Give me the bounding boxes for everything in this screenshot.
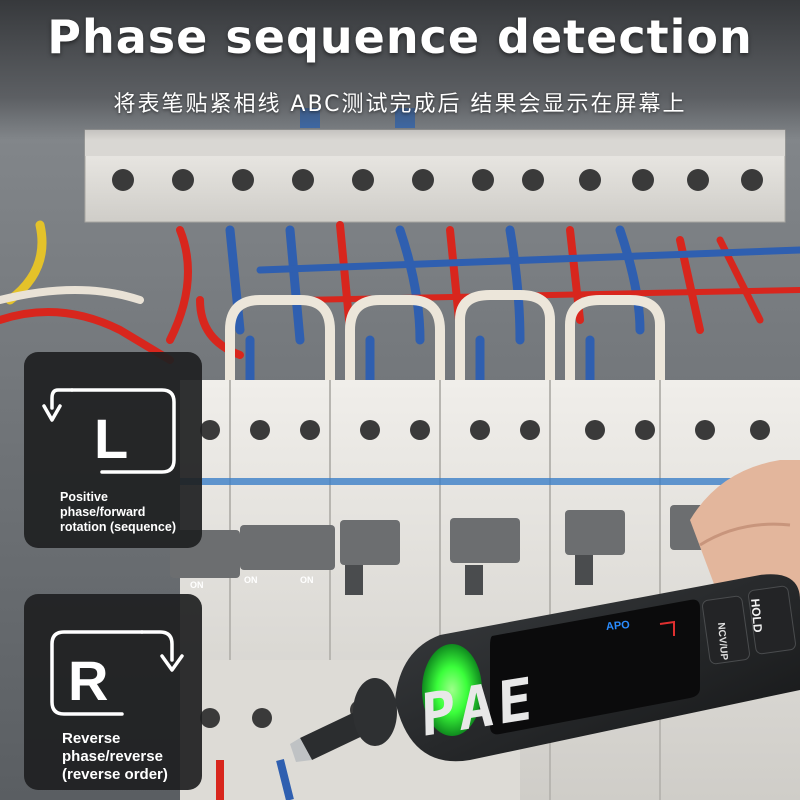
lcd-screen [490,599,700,735]
breaker-on-label: ON [190,580,204,590]
reverse-phase-card: R Reverse phase/reverse (reverse order) [24,594,202,790]
reverse-phase-r-icon: R [50,630,184,716]
green-indicator-light [422,644,482,736]
label-line: phase/reverse [62,748,163,765]
ncv-button[interactable] [702,595,751,665]
label-line: Positive [60,490,108,504]
positive-phase-card: L Positive phase/forward rotation (seque… [24,352,202,548]
card-letter: R [68,649,108,712]
page-title: Phase sequence detection [47,10,753,64]
reverse-phase-label: Reverse phase/reverse (reverse order) [62,730,168,784]
page-subtitle: 将表笔贴紧相线 ABC测试完成后 结果会显示在屏幕上 [113,92,687,117]
hold-button[interactable] [748,585,797,655]
label-line: Reverse [62,730,121,747]
positive-phase-label: Positive phase/forward rotation (sequenc… [60,490,176,535]
breaker-on-label: ON [244,575,258,585]
label-line: phase/forward [60,505,146,519]
hold-button-label: HOLD [748,598,765,634]
positive-phase-l-icon: L [42,388,176,474]
card-letter: L [94,407,128,470]
label-line: (reverse order) [62,766,168,783]
apo-label: APO [605,618,631,634]
breaker-on-label: ON [300,575,314,585]
header-shade [0,0,800,140]
label-line: rotation (sequence) [60,520,176,534]
